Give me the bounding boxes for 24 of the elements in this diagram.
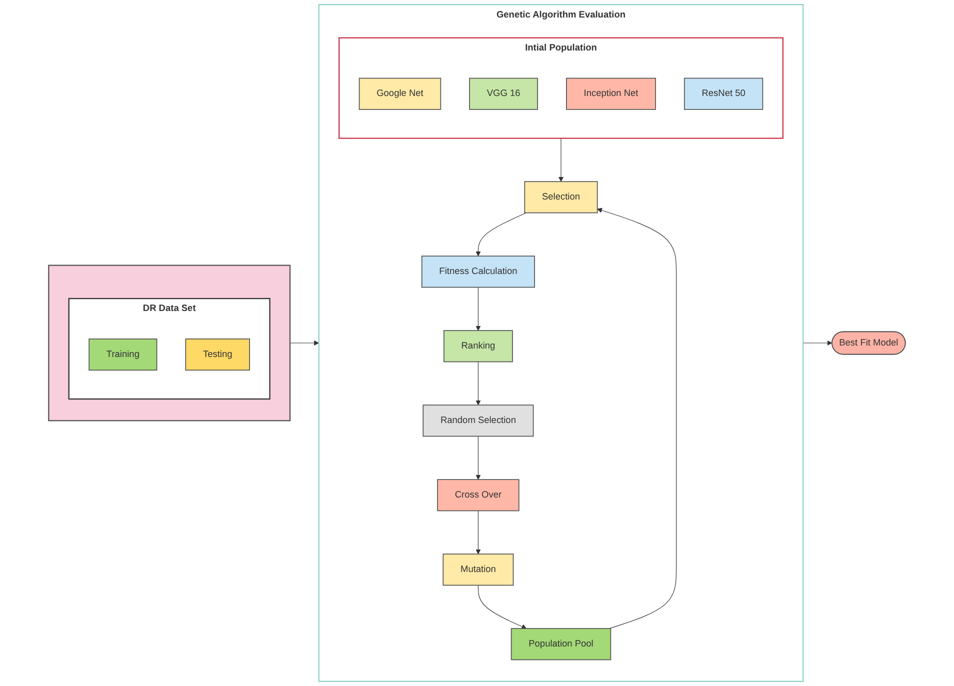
arrow: [476, 361, 481, 406]
node-box: Testing: [185, 338, 250, 371]
cluster: [48, 264, 291, 422]
arrow: [802, 340, 832, 346]
arrow: [476, 436, 481, 480]
arrow: [597, 208, 677, 629]
node-box: Google Net: [358, 78, 442, 110]
node-box: Fitness Calculation: [421, 256, 535, 288]
arrow: [478, 584, 527, 629]
node-box: VGG 16: [469, 78, 538, 110]
arrow: [476, 286, 481, 331]
node-box: Cross Over: [437, 479, 520, 512]
arrow: [476, 510, 481, 554]
node-box: Training: [88, 338, 158, 371]
node-box: ResNet 50: [684, 78, 764, 110]
node-box: Random Selection: [422, 404, 534, 437]
arrow: [476, 212, 527, 256]
node-box: Ranking: [444, 330, 513, 362]
node-box: Selection: [524, 181, 598, 214]
arrow: [558, 138, 564, 182]
node-box: Mutation: [442, 554, 514, 586]
node-box: Population Pool: [510, 628, 612, 660]
node-box: Inception Net: [566, 78, 656, 110]
arrow: [290, 340, 320, 346]
